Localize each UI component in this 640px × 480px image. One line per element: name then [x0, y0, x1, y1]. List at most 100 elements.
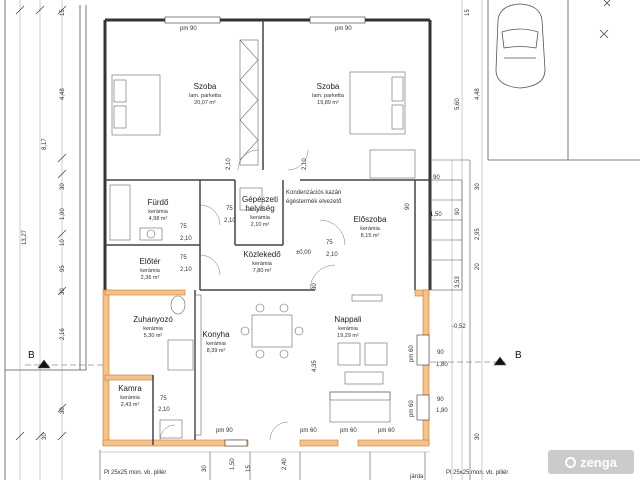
boiler-note-line1: Kondenzációs kazán: [286, 190, 342, 196]
sofa-icon: [329, 391, 391, 423]
top-windows: [164, 16, 366, 24]
dim-150: 1,50: [430, 212, 442, 218]
room-area-nappali: 19,29 m²: [337, 333, 359, 339]
shoe-cabinet-icon: [369, 149, 416, 179]
section-mark-left: B: [28, 350, 35, 361]
sink-icon: [139, 227, 163, 241]
furniture: [109, 39, 416, 439]
room-name-zuhanyozo: Zuhanyozó: [133, 315, 173, 324]
room-material-eloter: kerámia: [140, 268, 160, 274]
dim-bottom-15: 15: [246, 465, 252, 472]
bathtub-icon: [109, 184, 131, 241]
room-material-kamra: kerámia: [120, 395, 140, 401]
room-material-nappali: kerámia: [338, 326, 358, 332]
room-area-gepeszeti: 2,10 m²: [250, 222, 270, 228]
room-name-eloter: Előtér: [139, 257, 161, 266]
dim-bottom-150: 1,50: [230, 458, 236, 470]
dim-right-560: 5,60: [455, 98, 461, 110]
room-material-furdo: kerámia: [148, 209, 168, 215]
car-icon: [495, 3, 546, 89]
dim-180-a: 1,80: [436, 362, 448, 368]
dim-left-10: 10: [60, 239, 66, 246]
dim-left-817: 8,17: [42, 138, 48, 150]
dim-left-30-3: 30: [60, 407, 66, 414]
room-area-konyha: 8,39 m²: [206, 348, 226, 354]
openings: [224, 334, 430, 447]
dim-435: 4,35: [312, 360, 318, 372]
dim-right-448: 4,48: [475, 88, 481, 100]
dim-75-d: 75: [326, 240, 333, 246]
room-name-szoba-1: Szoba: [193, 82, 217, 91]
dim-right-20: 20: [475, 263, 481, 270]
room-area-eloter: 2,36 m²: [140, 275, 160, 281]
dim-right-353: 3,53: [455, 276, 461, 288]
exterior-level-mark: -0,52: [452, 324, 466, 330]
armchair-icon: [364, 342, 388, 366]
dim-right-15: 15: [465, 9, 471, 16]
tv-unit-icon: [351, 294, 383, 302]
dim-left-30-2: 30: [60, 288, 66, 295]
section-line: [25, 356, 507, 369]
level-mark: ±0,00: [296, 250, 311, 256]
parking-area: [487, 0, 640, 161]
room-material-konyha: kerámia: [206, 341, 226, 347]
room-material-szoba-2: lam. parketta: [312, 93, 344, 99]
left-dimension-ticks: [15, 5, 67, 441]
room-name-konyha: Konyha: [202, 330, 230, 339]
dim-pm90-top-1: pm 90: [180, 26, 197, 32]
boiler-icon: [239, 187, 263, 211]
entrance-stairs: [429, 159, 471, 480]
dim-bottom-240: 2,40: [282, 458, 288, 470]
room-area-szoba-1: 20,07 m²: [194, 100, 216, 106]
room-area-kozlekedo: 7,80 m²: [252, 268, 272, 274]
room-area-furdo: 4,98 m²: [148, 216, 168, 222]
dim-210-c: 2,10: [180, 236, 192, 242]
dim-210-kozl: 2,10: [326, 252, 338, 258]
room-name-nappali: Nappali: [334, 315, 362, 324]
wardrobe-icon: [239, 39, 259, 166]
room-name-kozlekedo: Közlekedő: [243, 250, 281, 259]
dim-75-c: 75: [226, 206, 233, 212]
dim-90-b: 90: [433, 175, 440, 181]
kitchen-counter-icon: [194, 294, 202, 436]
bed-icon: [111, 74, 161, 136]
dim-pm60-r2: pm 60: [409, 400, 415, 417]
room-material-zuhanyozo: kerámia: [143, 326, 163, 332]
dim-pm60-r1: pm 60: [409, 345, 415, 362]
left-site-lines: [4, 0, 87, 480]
dim-75-e: 75: [160, 396, 167, 402]
shower-tray-icon: [167, 339, 194, 371]
dim-180-b: 1,80: [436, 408, 448, 414]
room-area-eloszoba: 8,15 m²: [360, 233, 380, 239]
dim-left-1327: 13,27: [22, 229, 28, 245]
room-name-eloszoba: Előszoba: [353, 215, 387, 224]
dim-left-15: 15: [60, 9, 66, 16]
dim-pm90-bottom: pm 90: [216, 428, 233, 434]
dining-table-icon: [240, 303, 304, 359]
interior-walls: [105, 20, 430, 445]
room-material-kozlekedo: kerámia: [252, 261, 272, 267]
boiler-note-line2: égéstermék elvezető: [286, 199, 342, 205]
room-area-szoba-2: 19,89 m²: [317, 100, 339, 106]
dim-pm60-b1: pm 60: [300, 428, 317, 434]
dim-left-448: 4,48: [60, 88, 66, 100]
dim-bottom-30: 30: [202, 465, 208, 472]
room-material-gepeszeti: kerámia: [250, 215, 270, 221]
dim-right-30b: 30: [475, 433, 481, 440]
dim-left-216: 2,16: [60, 328, 66, 340]
dim-210-f: 2,10: [158, 407, 170, 413]
dim-75-b: 75: [180, 255, 187, 261]
dim-30-a: 30: [312, 283, 318, 290]
dim-75-a: 75: [180, 224, 187, 230]
room-name-szoba-2: Szoba: [316, 82, 340, 91]
coffee-table-icon: [344, 371, 384, 385]
kamra-shelf-icon: [159, 419, 183, 439]
dim-right-30: 30: [475, 183, 481, 190]
dim-right-90: 90: [455, 208, 461, 215]
dim-pm60-b3: pm 60: [378, 428, 395, 434]
dim-210-e: 2,10: [224, 218, 236, 224]
dim-210-b: 2,10: [302, 158, 308, 170]
room-name-kamra: Kamra: [118, 384, 142, 393]
pillar-note-right: Pl 25x25 mon. vb. pillér: [446, 470, 509, 476]
dim-left-30-1: 30: [60, 183, 66, 190]
